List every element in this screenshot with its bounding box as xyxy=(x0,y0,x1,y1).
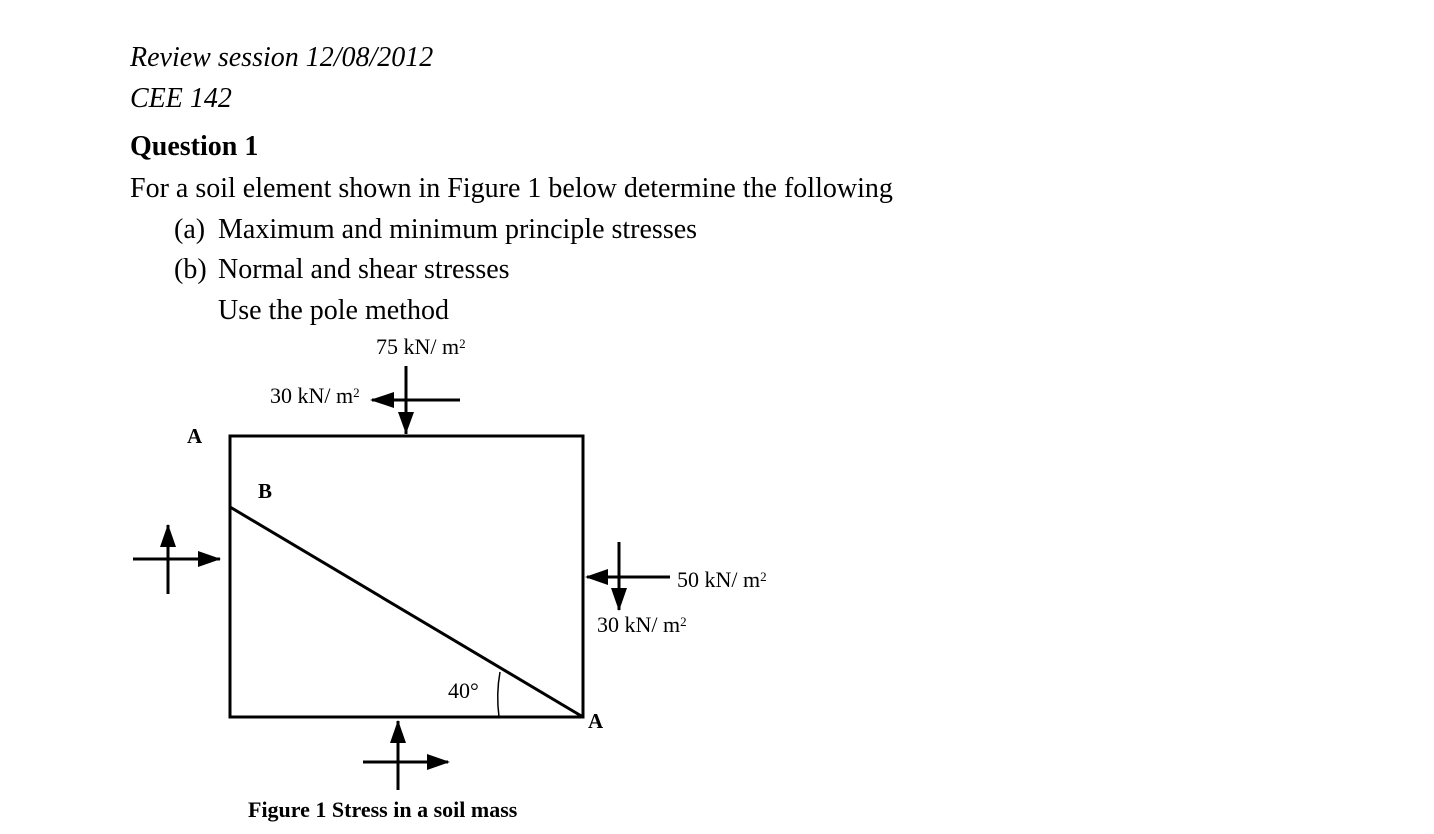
session-line: Review session 12/08/2012 xyxy=(130,42,434,73)
left-shear-arrowhead xyxy=(160,524,176,547)
question-title: Question 1 xyxy=(130,131,259,162)
item-a-marker: (a) xyxy=(174,214,206,245)
course-code: CEE 142 xyxy=(130,83,232,114)
figure-caption: Figure 1 Stress in a soil mass xyxy=(248,797,518,822)
soil-element-box xyxy=(228,434,585,719)
top-shear-stress-label: 30 kN/ m2 xyxy=(270,383,360,408)
angle-arc xyxy=(496,671,501,718)
top-normal-arrowhead xyxy=(398,412,414,434)
failure-plane-line xyxy=(229,505,584,719)
method-note: Use the pole method xyxy=(218,295,449,326)
corner-label-a-top: A xyxy=(187,424,203,448)
left-normal-arrowhead xyxy=(198,551,221,567)
top-shear-arrowhead xyxy=(370,392,394,408)
bottom-normal-arrowhead xyxy=(390,720,406,743)
right-normal-stress-label: 50 kN/ m2 xyxy=(677,567,767,592)
top-normal-stress-label: 75 kN/ m2 xyxy=(376,334,466,359)
corner-label-a-bottom: A xyxy=(588,709,604,733)
item-a-text: Maximum and minimum principle stresses xyxy=(218,214,698,245)
right-shear-stress-label: 30 kN/ m2 xyxy=(597,612,687,637)
item-b-text: Normal and shear stresses xyxy=(218,254,510,285)
angle-label: 40° xyxy=(448,678,479,703)
plane-point-label-b: B xyxy=(258,479,273,503)
question-intro: For a soil element shown in Figure 1 bel… xyxy=(130,173,893,204)
item-b-marker: (b) xyxy=(174,254,207,285)
bottom-shear-arrowhead xyxy=(427,754,450,770)
right-normal-arrowhead xyxy=(585,569,608,585)
right-shear-arrowhead xyxy=(611,588,627,611)
